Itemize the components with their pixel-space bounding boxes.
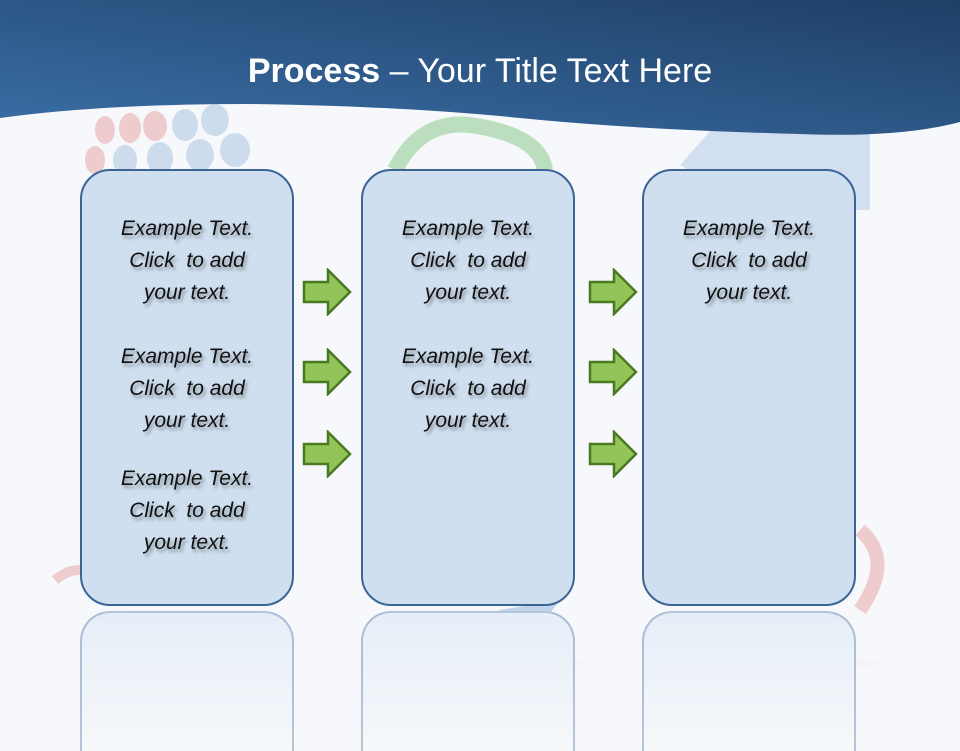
text-line: Example Text.	[120, 467, 254, 490]
text-line: Example Text.	[120, 345, 254, 368]
process-step-2[interactable]: Example Text. Click to add your text. Ex…	[361, 169, 575, 606]
text-line: Example Text.	[401, 217, 535, 240]
slide-title[interactable]: Process – Your Title Text Here	[0, 52, 960, 91]
text-line: your text.	[143, 281, 231, 304]
text-line: Click to add	[410, 249, 526, 272]
text-line: Click to add	[129, 377, 245, 400]
right-arrow-icon[interactable]	[302, 430, 352, 478]
text-line: Click to add	[129, 249, 245, 272]
text-line: Click to add	[691, 249, 807, 272]
right-arrow-icon[interactable]	[588, 348, 638, 396]
text-line: your text.	[424, 281, 512, 304]
right-arrow-icon[interactable]	[302, 268, 352, 316]
text-line: Example Text.	[682, 217, 816, 240]
text-block[interactable]: Example Text. Click to add your text.	[363, 213, 573, 309]
process-step-3[interactable]: Example Text. Click to add your text.	[642, 169, 856, 606]
title-rest: – Your Title Text Here	[380, 52, 713, 90]
text-block[interactable]: Example Text. Click to add your text.	[644, 213, 854, 309]
text-line: your text.	[143, 531, 231, 554]
text-block[interactable]: Example Text. Click to add your text.	[82, 213, 292, 309]
text-line: your text.	[705, 281, 793, 304]
text-line: Example Text.	[120, 217, 254, 240]
box-reflection	[642, 611, 856, 751]
text-block[interactable]: Example Text. Click to add your text.	[82, 463, 292, 559]
text-block[interactable]: Example Text. Click to add your text.	[363, 341, 573, 437]
process-step-1[interactable]: Example Text. Click to add your text. Ex…	[80, 169, 294, 606]
text-block[interactable]: Example Text. Click to add your text.	[82, 341, 292, 437]
box-reflection	[361, 611, 575, 751]
title-bold: Process	[247, 52, 381, 90]
right-arrow-icon[interactable]	[302, 348, 352, 396]
text-line: Click to add	[129, 499, 245, 522]
right-arrow-icon[interactable]	[588, 268, 638, 316]
text-line: your text.	[424, 409, 512, 432]
text-line: Example Text.	[401, 345, 535, 368]
title-banner	[0, 0, 960, 135]
text-line: your text.	[143, 409, 231, 432]
right-arrow-icon[interactable]	[588, 430, 638, 478]
box-reflection	[80, 611, 294, 751]
text-line: Click to add	[410, 377, 526, 400]
